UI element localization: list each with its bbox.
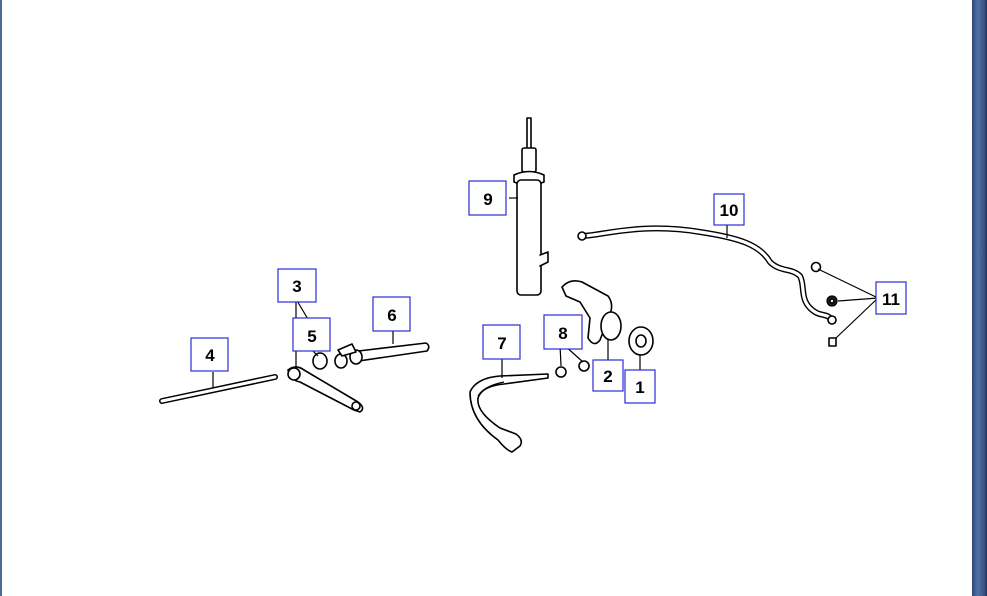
part-knuckle	[561, 280, 622, 345]
part-bushings-5	[312, 352, 348, 370]
part-strut	[513, 117, 549, 296]
part-bushings-8	[555, 360, 590, 378]
callout-5: 5	[292, 317, 331, 352]
callout-8-label: 8	[558, 324, 567, 343]
window-frame-left	[0, 0, 2, 596]
callout-7-label: 7	[497, 334, 506, 353]
callout-4: 4	[190, 337, 229, 372]
callout-11: 11	[875, 281, 907, 315]
callout-10-label: 10	[720, 201, 739, 220]
part-stabilizer-bar	[577, 225, 837, 325]
callout-3: 3	[277, 268, 317, 303]
window-frame-right	[972, 0, 987, 596]
callout-3-label: 3	[292, 277, 301, 296]
callout-4-label: 4	[205, 346, 215, 365]
part-control-arm	[287, 366, 364, 413]
callout-7: 7	[482, 324, 521, 360]
part-stabilizer-hardware	[810, 261, 838, 347]
callout-1-label: 1	[635, 378, 644, 397]
callout-9-label: 9	[483, 190, 492, 209]
callout-11-label: 11	[882, 290, 900, 309]
callout-1: 1	[624, 369, 656, 404]
part-lower-arm	[469, 373, 549, 453]
callout-8: 8	[543, 314, 583, 350]
callout-2: 2	[592, 359, 624, 392]
part-shaft	[337, 342, 430, 365]
part-tie-rod	[159, 374, 278, 404]
callout-9: 9	[468, 180, 507, 216]
callout-5-label: 5	[307, 327, 316, 346]
callout-10: 10	[713, 193, 745, 226]
part-hub	[628, 326, 654, 356]
callout-6-label: 6	[387, 306, 396, 325]
callout-6: 6	[372, 296, 411, 332]
callout-2-label: 2	[603, 367, 612, 386]
